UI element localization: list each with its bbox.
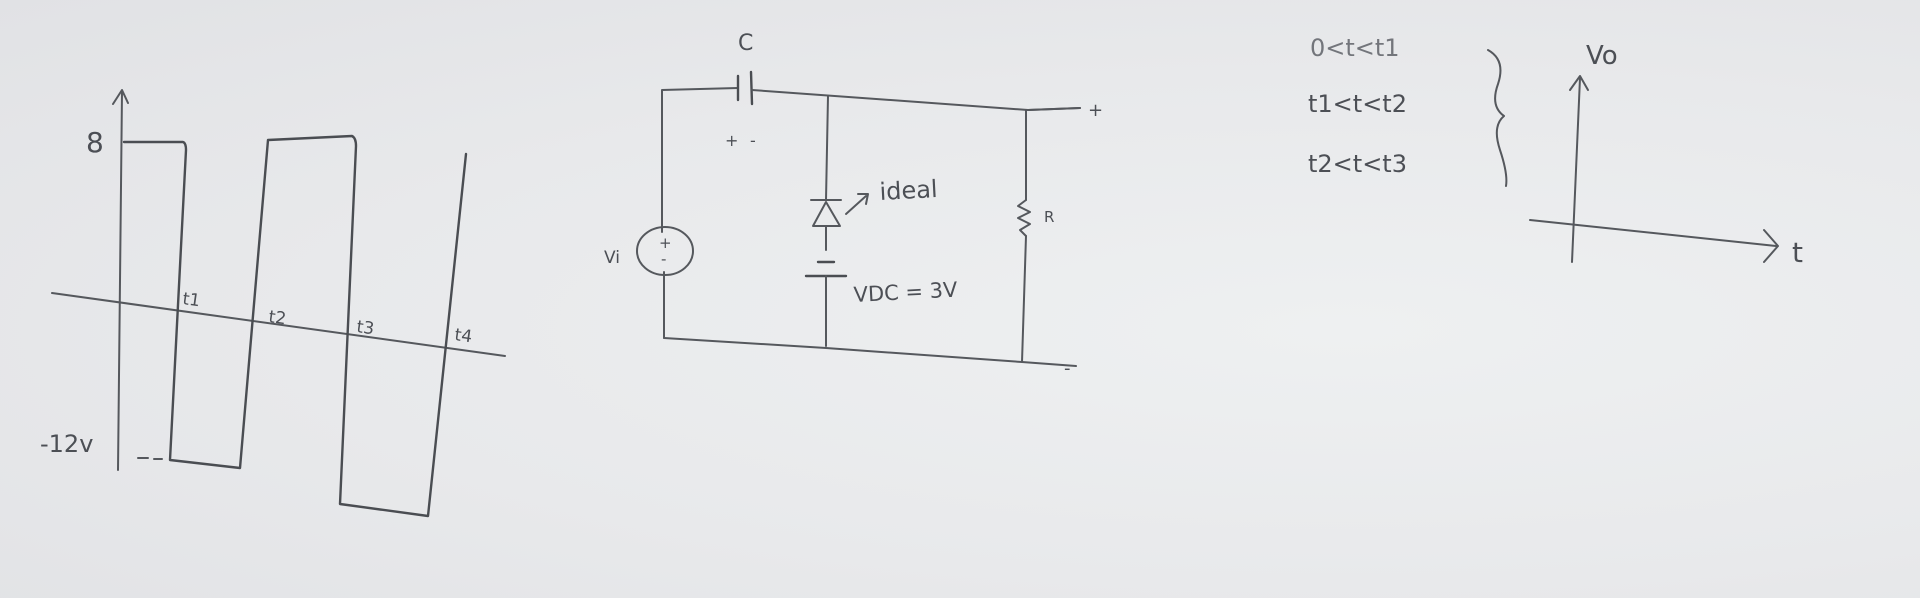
time-mark-t4: t4 xyxy=(453,325,473,347)
source-label: Vi xyxy=(604,248,620,268)
output-plus: + xyxy=(1088,100,1103,121)
square-wave xyxy=(122,134,468,518)
wire-bottom xyxy=(663,337,1077,367)
wire-left-top xyxy=(661,87,739,233)
resistor-icon xyxy=(1017,199,1031,237)
time-mark-t1: t1 xyxy=(181,289,201,311)
interval-1: 0<t<t1 xyxy=(1310,34,1400,62)
level-high-label: 8 xyxy=(86,126,104,159)
time-mark-t3: t3 xyxy=(355,317,375,339)
source-minus: - xyxy=(661,250,666,268)
t-axis xyxy=(1529,219,1777,247)
output-graph: Vo t xyxy=(1529,41,1803,269)
resistor-label: R xyxy=(1044,208,1054,226)
output-plus-lead xyxy=(1027,107,1081,111)
battery-label: VDC = 3V xyxy=(853,278,959,307)
level-low-label: -12v xyxy=(40,430,93,458)
t-axis-label: t xyxy=(1792,236,1803,269)
diode-note-arrow-icon xyxy=(845,193,869,215)
interval-3: t2<t<t3 xyxy=(1308,150,1407,178)
time-intervals: 0<t<t1 t1<t<t2 t2<t<t3 xyxy=(1308,34,1508,187)
output-minus: - xyxy=(1064,358,1071,379)
waveform-y-arrow-icon xyxy=(112,89,129,105)
vo-axis xyxy=(1571,77,1581,263)
diode-note: ideal xyxy=(879,175,938,206)
t-axis-arrow-icon xyxy=(1763,229,1779,263)
wire-resistor-bottom xyxy=(1021,235,1027,363)
wire-diode-top xyxy=(825,95,829,201)
clamper-circuit: C + - + - Vi ideal VDC = 3V R + - xyxy=(604,31,1103,379)
voltage-source-icon xyxy=(636,226,694,276)
vo-axis-label: Vo xyxy=(1586,41,1618,71)
waveform-t-axis xyxy=(51,292,506,357)
capacitor-plus: + xyxy=(725,131,738,150)
wire-top xyxy=(751,89,1081,111)
waveform-y-axis xyxy=(117,91,123,471)
time-mark-t2: t2 xyxy=(267,307,287,329)
interval-brace-icon xyxy=(1487,49,1508,187)
input-waveform: 8 -12v t1 t2 t3 t4 xyxy=(40,89,506,518)
interval-2: t1<t<t2 xyxy=(1308,90,1407,118)
capacitor-label: C xyxy=(738,31,753,56)
low-level-dash xyxy=(137,457,163,460)
source-plus: + xyxy=(659,234,672,252)
capacitor-minus: - xyxy=(750,131,756,150)
diode-icon xyxy=(810,199,842,251)
capacitor-plate-right xyxy=(749,70,754,106)
vo-axis-arrow-icon xyxy=(1569,75,1589,91)
